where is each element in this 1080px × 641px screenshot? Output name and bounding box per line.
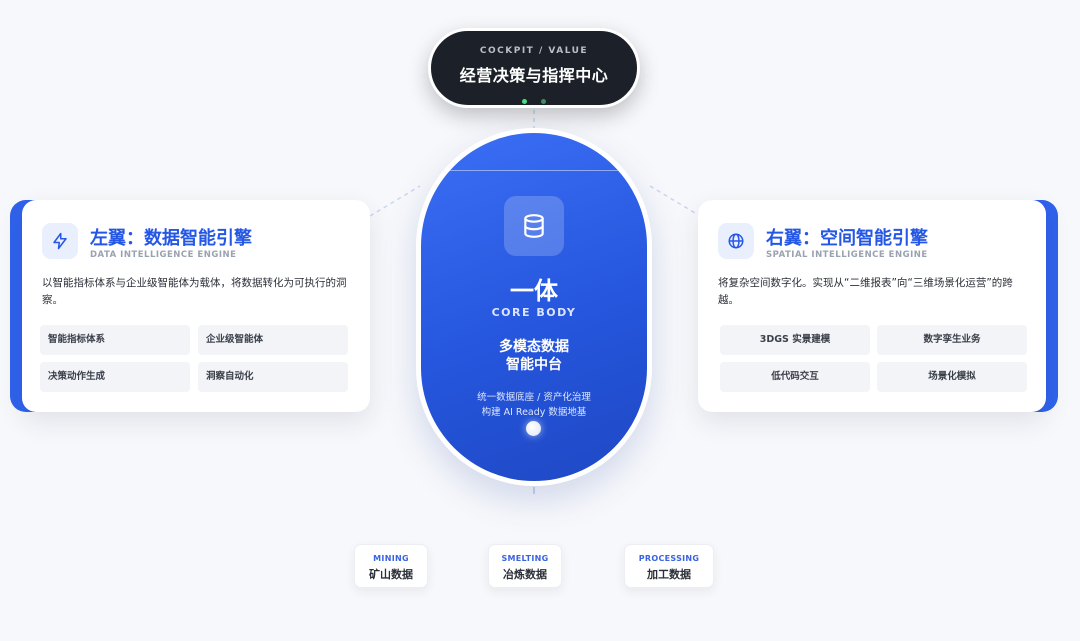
database-icon (504, 196, 564, 256)
node-processing-zh: 加工数据 (647, 568, 691, 581)
left-tag-decision: 决策动作生成 (40, 362, 190, 392)
left-tag-insight: 洞察自动化 (198, 362, 348, 392)
right-wing-title: 右翼：空间智能引擎 (766, 228, 928, 249)
connector-right (649, 185, 701, 217)
globe-icon (718, 223, 754, 259)
node-processing-en: PROCESSING (638, 554, 700, 563)
core-desc-line2: 构建 AI Ready 数据地基 (481, 407, 587, 418)
right-wing-card: 右翼：空间智能引擎 SPATIAL INTELLIGENCE ENGINE 将复… (698, 200, 1046, 412)
status-dots (431, 89, 637, 108)
core-indicator-knob (526, 421, 541, 436)
right-tag-lowcode: 低代码交互 (720, 362, 870, 392)
node-smelting-en: SMELTING (501, 554, 549, 563)
left-wing-title: 左翼：数据智能引擎 (90, 228, 252, 249)
right-wing-description: 将复杂空间数字化。实现从“二维报表”向“三维场景化运营”的跨越。 (718, 277, 1013, 306)
node-processing: PROCESSING 加工数据 (624, 544, 714, 588)
node-smelting-zh: 冶炼数据 (503, 568, 547, 581)
lightning-icon (42, 223, 78, 259)
cockpit-pill: COCKPIT / VALUE 经营决策与指挥中心 (428, 28, 640, 108)
node-mining-zh: 矿山数据 (369, 568, 413, 581)
core-divider (421, 170, 647, 171)
core-body-card: 一体 CORE BODY 多模态数据 智能中台 统一数据底座 / 资产化治理 构… (421, 133, 647, 481)
cockpit-title: 经营决策与指挥中心 (459, 66, 609, 85)
core-desc-line1: 统一数据底座 / 资产化治理 (477, 392, 591, 403)
right-tag-digital-twin: 数字孪生业务 (877, 325, 1027, 355)
connector-left (369, 185, 421, 217)
left-wing-card: 左翼：数据智能引擎 DATA INTELLIGENCE ENGINE 以智能指标… (22, 200, 370, 412)
core-title: 一体 (510, 277, 558, 305)
node-smelting: SMELTING 冶炼数据 (488, 544, 562, 588)
node-mining-en: MINING (373, 554, 409, 563)
right-tag-3dgs: 3DGS 实景建模 (720, 325, 870, 355)
core-name-line2: 智能中台 (506, 357, 562, 373)
node-mining: MINING 矿山数据 (354, 544, 428, 588)
left-tag-metrics: 智能指标体系 (40, 325, 190, 355)
left-wing-subtitle: DATA INTELLIGENCE ENGINE (90, 250, 237, 260)
cockpit-eyebrow: COCKPIT / VALUE (479, 46, 589, 56)
status-dot-active (522, 99, 528, 104)
status-dot-secondary (540, 99, 546, 104)
core-subtitle: CORE BODY (491, 306, 577, 319)
left-tag-agent: 企业级智能体 (198, 325, 348, 355)
core-name-line1: 多模态数据 (499, 339, 569, 355)
left-wing-description: 以智能指标体系与企业级智能体为载体，将数据转化为可执行的洞察。 (42, 277, 347, 306)
right-tag-simulation: 场景化模拟 (877, 362, 1027, 392)
right-wing-subtitle: SPATIAL INTELLIGENCE ENGINE (766, 250, 928, 260)
